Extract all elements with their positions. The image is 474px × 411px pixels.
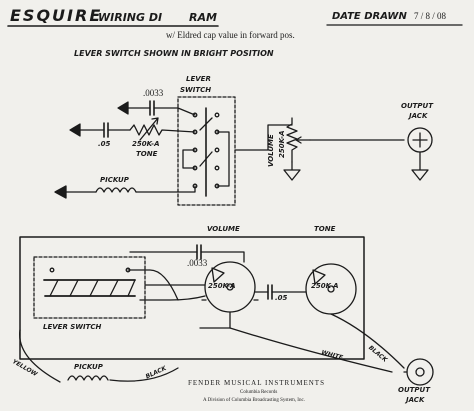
title-ram: RAM <box>189 11 217 24</box>
black-wire-1 <box>109 367 179 382</box>
layout-volume-lug <box>211 267 225 283</box>
layout-jack-label: JACK <box>406 396 425 404</box>
schematic-cap2-value: .05 <box>98 140 111 148</box>
title-esquire: ESQUIRE <box>10 6 103 25</box>
layout-output-label: OUTPUT <box>398 386 430 394</box>
lever-label: LEVER <box>186 75 211 83</box>
volume-pot-value-vertical: 250K-A <box>278 130 286 159</box>
layout-output-jack <box>406 358 434 386</box>
control-plate <box>19 236 365 360</box>
white-wire <box>229 327 393 373</box>
volume-ground <box>283 161 301 181</box>
layout-volume-label: VOLUME <box>207 225 240 233</box>
ground-arrow-2 <box>69 123 81 137</box>
jack-label: JACK <box>409 112 428 120</box>
tone-wiper-arrow <box>139 117 159 141</box>
pickup-coil-layout <box>67 375 109 381</box>
layout-tone-lug <box>312 269 326 285</box>
pickup-label: PICKUP <box>100 176 129 184</box>
lever-switch-contacts <box>182 107 230 197</box>
volume-resistor <box>286 117 298 163</box>
tone-label: TONE <box>136 150 158 158</box>
volume-wiper <box>295 136 311 144</box>
title-wiring: WIRING DI <box>98 11 163 24</box>
tone-pot-value: 250K-A <box>132 140 160 148</box>
schematic-cap-value: .0033 <box>143 88 164 98</box>
layout-switch-box <box>33 256 146 319</box>
footer-line3: A Division of Columbia Broadcasting Syst… <box>203 398 305 403</box>
switch-label: SWITCH <box>180 86 212 94</box>
volume-label-vertical: VOLUME <box>267 134 275 167</box>
layout-cap-value: .0033 <box>187 258 208 268</box>
lever-switch-box <box>177 96 236 206</box>
layout-tone-pot-value: 250K-A <box>311 282 339 290</box>
lever-switch-subtitle: LEVER SWITCH SHOWN IN BRIGHT POSITION <box>74 49 274 58</box>
pickup-coil <box>95 187 137 193</box>
layout-tone-label: TONE <box>314 225 336 233</box>
tone-resistor <box>129 124 196 136</box>
footer-company: FENDER MUSICAL INSTRUMENTS <box>188 379 325 387</box>
date-value: 7 / 8 / 08 <box>414 11 447 21</box>
ground-arrow-1 <box>117 101 129 115</box>
layout-pickup-label: PICKUP <box>74 363 103 371</box>
footer-line2: Columbia Records <box>240 390 278 395</box>
eldred-note: w/ Eldred cap value in forward pos. <box>166 30 295 40</box>
date-drawn-label: DATE DRAWN <box>332 11 407 22</box>
layout-lever-switch-label: LEVER SWITCH <box>43 323 102 331</box>
layout-volume-pot-value: 250K-A <box>208 282 236 290</box>
layout-cap2-value: .05 <box>275 294 288 302</box>
ground-arrow-3 <box>54 185 67 199</box>
black-wire-2 <box>330 313 405 369</box>
output-label: OUTPUT <box>401 102 433 110</box>
yellow-wire <box>19 329 61 383</box>
